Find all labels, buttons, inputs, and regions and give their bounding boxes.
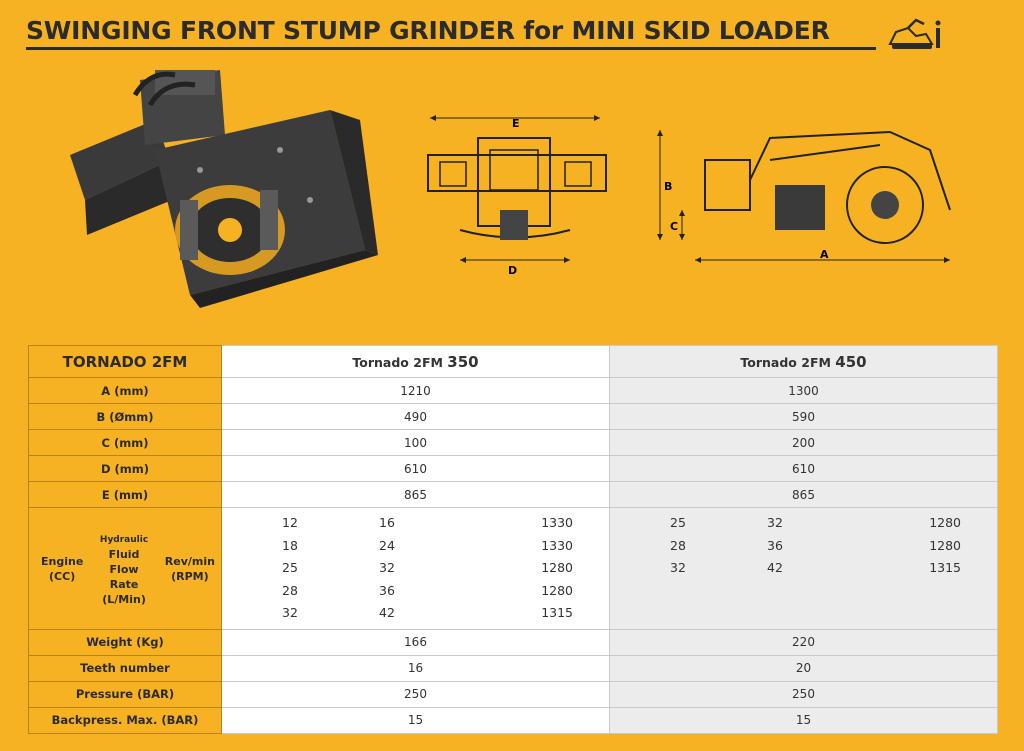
table-row: Teeth number 16 20 <box>28 654 998 682</box>
rpm-value: 1280 <box>929 537 961 553</box>
table-header-row: TORNADO 2FM Tornado 2FM 350 Tornado 2FM … <box>28 344 998 379</box>
flow-value: 42 <box>379 605 395 621</box>
model-450-header: Tornado 2FM 450 <box>609 344 998 379</box>
cell-450: 15 <box>609 706 998 735</box>
flow-value: 32 <box>379 560 395 576</box>
model-350-header: Tornado 2FM 350 <box>221 344 610 379</box>
spec-table: TORNADO 2FM Tornado 2FM 350 Tornado 2FM … <box>28 344 998 735</box>
engine-cc-value: 32 <box>282 605 298 621</box>
flow-value: 32 <box>767 515 783 531</box>
cell-450: 610 <box>609 455 998 483</box>
model-350-number: 350 <box>447 352 479 371</box>
rev-label: Rev/min <box>164 554 215 568</box>
rpm-value: 1330 <box>541 515 573 531</box>
cell-450: 1300 <box>609 377 998 405</box>
rpm-value: 1280 <box>541 582 573 598</box>
cell-450: 220 <box>609 628 998 656</box>
cell-450: 865 <box>609 481 998 509</box>
engine-cc-value: 28 <box>282 582 298 598</box>
flow-value: 16 <box>379 515 395 531</box>
dim-label-b: B <box>664 180 672 193</box>
engine-label: Engine <box>41 554 84 568</box>
rpm-value: 1280 <box>541 560 573 576</box>
cell-450: 200 <box>609 429 998 457</box>
side-view-drawing: B C A <box>650 120 960 270</box>
row-label: Backpress. Max. (BAR) <box>28 706 222 735</box>
table-row: E (mm) 865 865 <box>28 481 998 509</box>
cell-350: 15 <box>221 706 610 735</box>
rpm-value: 1280 <box>929 515 961 531</box>
brand-logo-icon <box>886 14 946 54</box>
dim-label-d: D <box>508 264 517 277</box>
title-bar: SWINGING FRONT STUMP GRINDER for MINI SK… <box>26 14 876 50</box>
cell-350: 1210 <box>221 377 610 405</box>
rpm-value: 1330 <box>541 537 573 553</box>
cell-450: 590 <box>609 403 998 431</box>
title-underline <box>26 47 876 50</box>
rpm-value: 1315 <box>929 560 961 576</box>
row-label: E (mm) <box>28 481 222 509</box>
dim-label-e: E <box>512 117 520 130</box>
cell-350: 490 <box>221 403 610 431</box>
row-label: D (mm) <box>28 455 222 483</box>
flow-value: 36 <box>379 582 395 598</box>
engine-cc-value: 25 <box>670 515 686 531</box>
cell-450: 250 <box>609 680 998 708</box>
engine-cc-value: 32 <box>670 560 686 576</box>
flow-value: 24 <box>379 537 395 553</box>
cell-450: 20 <box>609 654 998 682</box>
table-row: Backpress. Max. (BAR) 15 15 <box>28 706 998 735</box>
cell-350: 100 <box>221 429 610 457</box>
cell-350: 865 <box>221 481 610 509</box>
row-label: Pressure (BAR) <box>28 680 222 708</box>
model-450-number: 450 <box>835 352 867 371</box>
table-row: C (mm) 100 200 <box>28 429 998 457</box>
hydraulic-label: Hydraulic <box>99 534 149 545</box>
flow-value: 36 <box>767 537 783 553</box>
front-view-drawing: E D <box>420 110 610 280</box>
dim-label-a: A <box>820 248 829 261</box>
model-450-prefix: Tornado 2FM <box>740 354 831 370</box>
table-row: Pressure (BAR) 250 250 <box>28 680 998 708</box>
engine-cc-value: 12 <box>282 515 298 531</box>
row-label: C (mm) <box>28 429 222 457</box>
table-row: D (mm) 610 610 <box>28 455 998 483</box>
table-row: A (mm) 1210 1300 <box>28 377 998 405</box>
engine-cc-value: 25 <box>282 560 298 576</box>
row-label: A (mm) <box>28 377 222 405</box>
flow-label: Flow <box>109 562 139 576</box>
cell-350: 16 <box>221 654 610 682</box>
table-row: B (Ømm) 490 590 <box>28 403 998 431</box>
engine-unit-label: (CC) <box>49 569 76 583</box>
product-image <box>60 60 380 310</box>
table-row: Weight (Kg) 166 220 <box>28 628 998 656</box>
dim-label-c: C <box>670 220 678 233</box>
flow-value: 42 <box>767 560 783 576</box>
row-label: Weight (Kg) <box>28 628 222 656</box>
engine-cc-value: 18 <box>282 537 298 553</box>
page-title: SWINGING FRONT STUMP GRINDER for MINI SK… <box>26 16 830 45</box>
cell-350: 610 <box>221 455 610 483</box>
cell-350: 166 <box>221 628 610 656</box>
engine-cc-value: 28 <box>670 537 686 553</box>
rev-unit-label: (RPM) <box>171 569 209 583</box>
rpm-value: 1315 <box>541 605 573 621</box>
cell-350: 250 <box>221 680 610 708</box>
row-label: B (Ømm) <box>28 403 222 431</box>
rate-label: Rate <box>109 577 139 591</box>
table-header-label: TORNADO 2FM <box>28 344 222 379</box>
model-350-prefix: Tornado 2FM <box>352 354 443 370</box>
flow-unit-label: (L/Min) <box>102 592 146 606</box>
row-label: Teeth number <box>28 654 222 682</box>
fluid-label: Fluid <box>108 547 140 561</box>
